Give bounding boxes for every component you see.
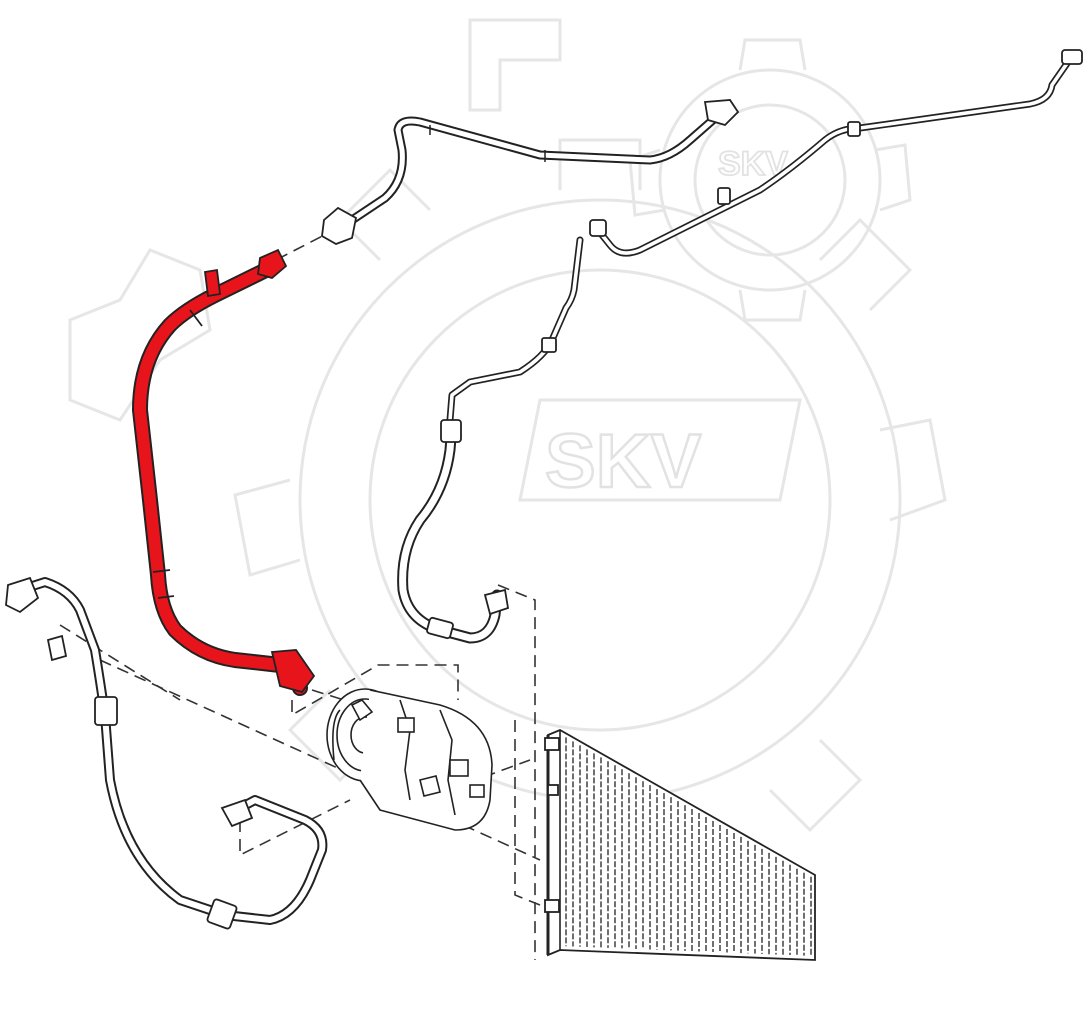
left-compressor-pipe (5, 576, 328, 930)
long-expansion-valve-pipe (446, 49, 1083, 424)
suction-pipe-end-fitting (321, 206, 358, 245)
red-hose-bottom-fitting (270, 649, 316, 694)
watermark-gear-small (628, 38, 912, 322)
left-pipe-end-block (5, 576, 40, 614)
condenser (544, 728, 816, 961)
condenser-fins (565, 737, 812, 956)
condenser-outlet-hose (397, 419, 510, 644)
watermark-text-large: SKV (545, 419, 702, 504)
upper-suction-pipe (321, 99, 740, 245)
highlighted-high-pressure-hose (132, 248, 316, 696)
red-hose-top-fitting (257, 248, 288, 279)
ac-compressor (326, 688, 493, 831)
suction-pipe-top-fitting (703, 99, 740, 127)
red-hose-service-port (203, 268, 222, 298)
